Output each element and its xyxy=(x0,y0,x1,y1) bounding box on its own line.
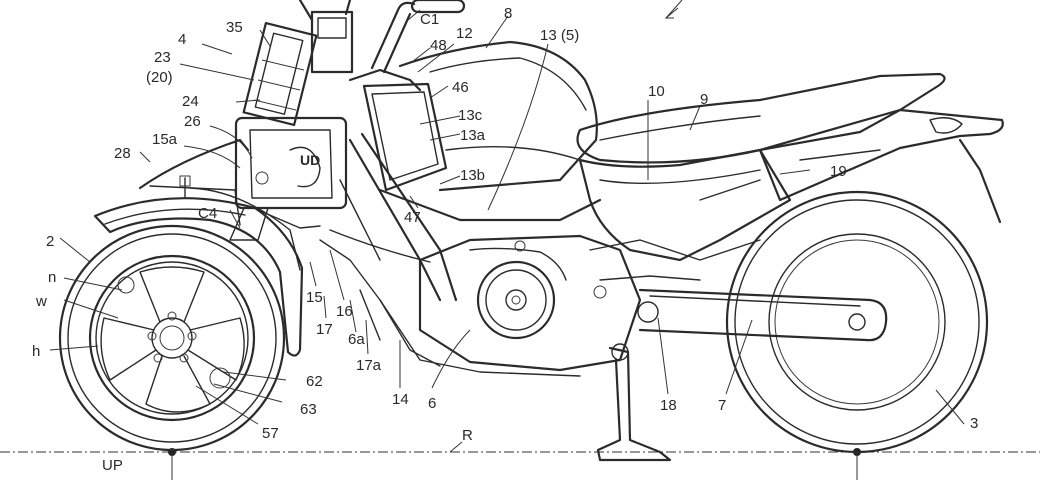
seat xyxy=(576,72,946,164)
handlebar xyxy=(348,0,466,92)
label-12: 12 xyxy=(456,25,473,42)
label-w: w xyxy=(35,293,47,310)
label-4: 4 xyxy=(178,31,186,48)
meter-panel xyxy=(362,82,448,192)
front-wheel xyxy=(58,224,286,452)
suspension-unit: UD xyxy=(229,0,354,241)
side-panel xyxy=(578,148,792,262)
label-28: 28 xyxy=(114,145,131,162)
svg-text:UD: UD xyxy=(300,152,320,168)
side-stand xyxy=(596,343,672,462)
label-R: R xyxy=(462,427,473,444)
label-n: n xyxy=(48,269,56,286)
label-3: 3 xyxy=(970,415,978,432)
label-9: 9 xyxy=(700,91,708,108)
frame xyxy=(319,132,602,331)
label-26: 26 xyxy=(184,113,201,130)
label-C1: C1 xyxy=(420,11,439,28)
label-15: 15 xyxy=(306,289,323,306)
front-fender xyxy=(93,197,304,357)
label-10: 10 xyxy=(648,83,665,100)
label-UP: UP xyxy=(102,457,123,474)
label-C4: C4 xyxy=(198,205,217,222)
tail-cowl xyxy=(758,108,1004,224)
leader-lines xyxy=(49,0,965,453)
label-13c: 13c xyxy=(458,107,483,124)
label-48: 48 xyxy=(430,37,447,54)
label-6a: 6a xyxy=(348,331,365,348)
label-17: 17 xyxy=(316,321,333,338)
rear-wheel xyxy=(725,190,989,454)
label-14: 14 xyxy=(392,391,409,408)
label-20: (20) xyxy=(146,69,173,86)
label-16: 16 xyxy=(336,303,353,320)
label-6: 6 xyxy=(428,395,436,412)
label-19: 19 xyxy=(830,163,847,180)
label-24: 24 xyxy=(182,93,199,110)
label-17a: 17a xyxy=(356,357,382,374)
label-13a: 13a xyxy=(460,127,486,144)
label-13-5: 13 (5) xyxy=(540,27,579,44)
label-62: 62 xyxy=(306,373,323,390)
label-35: 35 xyxy=(226,19,243,36)
label-8: 8 xyxy=(504,5,512,22)
engine xyxy=(399,234,761,377)
label-23: 23 xyxy=(154,49,171,66)
label-h: h xyxy=(32,343,40,360)
reference-labels: 4 35 23 (20) 24 26 15a 28 C4 2 n w h C1 … xyxy=(32,5,978,474)
label-46: 46 xyxy=(452,79,469,96)
fuel-tank xyxy=(398,40,598,192)
swing-arm xyxy=(637,288,888,342)
label-15a: 15a xyxy=(152,131,178,148)
label-2: 2 xyxy=(46,233,54,250)
front-cowl xyxy=(138,138,301,271)
label-13b: 13b xyxy=(460,167,485,184)
label-57: 57 xyxy=(262,425,279,442)
label-63: 63 xyxy=(300,401,317,418)
label-18: 18 xyxy=(660,397,677,414)
exhaust xyxy=(359,289,441,367)
label-47: 47 xyxy=(404,209,421,226)
label-7: 7 xyxy=(718,397,726,414)
